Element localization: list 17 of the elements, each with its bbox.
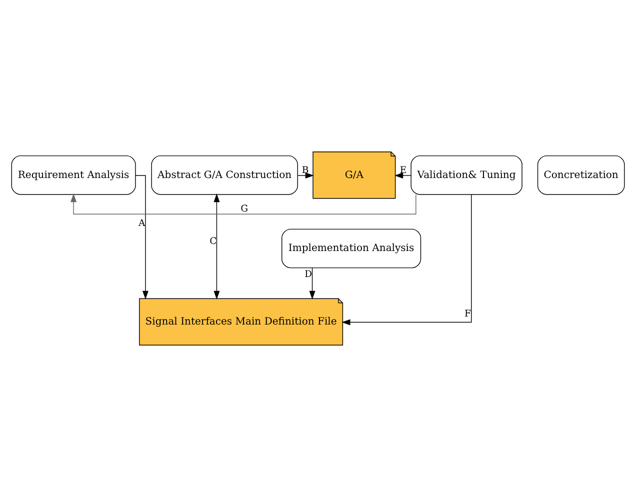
- edge-label: F: [464, 308, 472, 320]
- edge-label: G: [240, 203, 248, 214]
- edge-label: B: [302, 164, 309, 176]
- node-box: Implementation Analysis: [282, 228, 422, 268]
- edge-label: E: [400, 164, 407, 176]
- arrow: [309, 267, 316, 299]
- arrow: [70, 193, 416, 214]
- edge-label: D: [304, 268, 312, 280]
- arrow: [297, 172, 314, 178]
- arrow: [342, 194, 472, 325]
- arrow: [214, 193, 220, 299]
- edge-label: C: [210, 235, 217, 246]
- node-box: Requirement Analysis: [11, 154, 136, 194]
- node-box: Concretization: [537, 154, 625, 194]
- arrow: [394, 172, 412, 178]
- node-box: Validation& Tuning: [410, 154, 522, 194]
- node-box: Abstract G/A Construction: [151, 154, 298, 194]
